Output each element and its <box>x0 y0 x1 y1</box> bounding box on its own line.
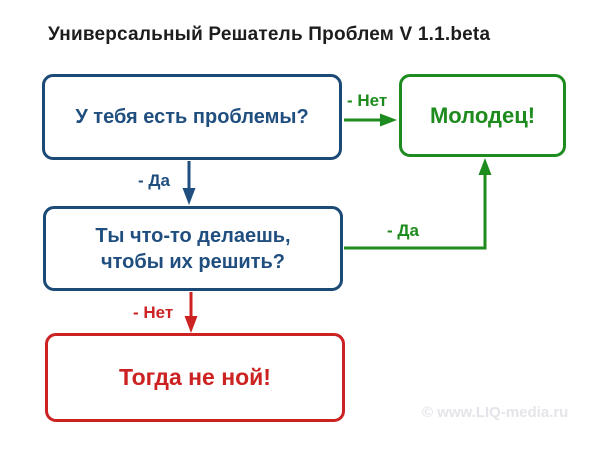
node-well-done-label: Молодец! <box>429 102 536 128</box>
arrow-q1-no <box>344 113 397 127</box>
node-well-done: Молодец! <box>399 74 566 157</box>
node-dont-whine-label: Тогда не ной! <box>119 364 271 390</box>
edge-label-no-2: - Нет <box>133 303 174 322</box>
node-question-solving-line2: чтобы их решить? <box>101 250 285 273</box>
arrow-q2-no <box>184 292 198 333</box>
diagram-title: Универсальный Решатель Проблем V 1.1.bet… <box>48 24 491 45</box>
node-question-problems: У тебя есть проблемы? <box>42 74 342 160</box>
node-dont-whine: Тогда не ной! <box>45 333 345 422</box>
edge-label-yes-2: - Да <box>387 221 419 240</box>
edge-label-no-1: - Нет <box>347 91 388 110</box>
node-question-solving: Ты что-то делаешь, чтобы их решить? <box>43 206 343 291</box>
watermark: © www.LIQ-media.ru <box>422 404 569 421</box>
node-question-problems-label: У тебя есть проблемы? <box>75 105 309 128</box>
node-question-solving-line1: Ты что-то делаешь, <box>95 224 291 247</box>
arrow-q1-yes <box>182 161 196 205</box>
edge-label-yes-1: - Да <box>138 171 170 190</box>
